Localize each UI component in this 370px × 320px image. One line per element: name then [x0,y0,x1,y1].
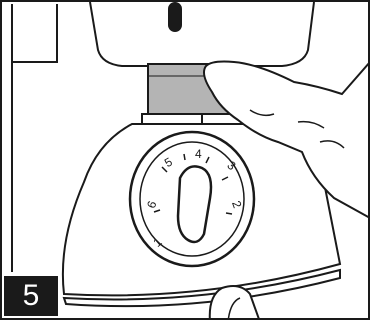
finger-detail [297,120,325,129]
dial-knob [176,165,213,244]
hand [203,60,368,219]
finger-crease [249,109,275,117]
cover-bottom-edge [62,268,341,308]
dial-ticks [153,153,233,215]
cabinet-wall-left [11,4,58,63]
dial-number-6: 6 [144,199,160,210]
dial-number-2: 2 [229,199,245,210]
step-number-badge: 5 [4,276,58,316]
lower-hand-finger [227,297,241,318]
dial-number-4: 4 [195,147,202,161]
indicator-slot [168,2,182,32]
knuckle [319,140,345,149]
upper-housing [89,2,315,67]
